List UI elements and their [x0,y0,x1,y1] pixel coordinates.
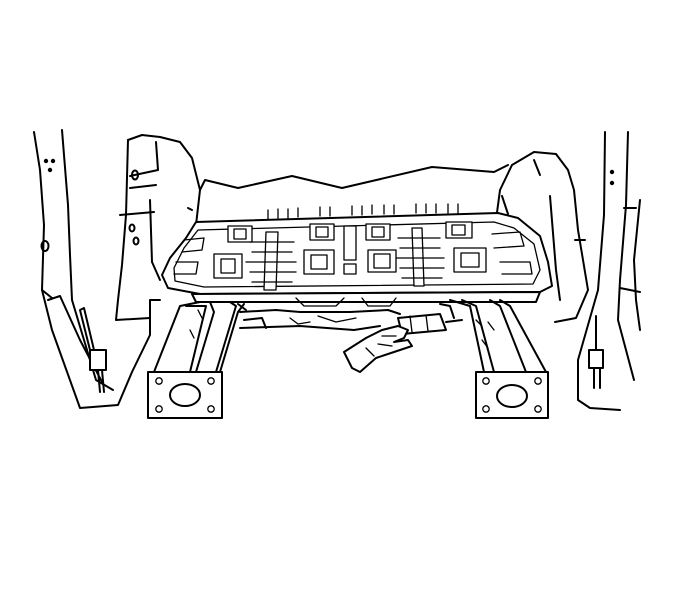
pillar-bolt [609,180,615,186]
pillar-bolt [47,167,53,173]
electrical-connector [397,313,463,335]
right-seat-rail [449,299,549,419]
left-rail-foot-plate [147,371,223,419]
seat-back-hole [132,236,140,246]
seat-pan-pocket [453,247,487,273]
rear-wall-outline [195,164,509,226]
seat-pan-pocket [367,249,397,273]
left-seat-rail [147,301,245,419]
hand-with-connector [343,313,463,373]
seat-pan-pocket [365,223,391,241]
left-door-pillar [33,129,161,409]
seat-pan-pocket [227,225,253,243]
seat-pan-right-spine [395,227,445,287]
seat-pan-center-slot [343,263,357,275]
pillar-bolt [43,158,49,164]
pillar-bolt [609,169,615,175]
pillar-hole [40,240,50,252]
seat-pan-pocket [303,249,335,275]
right-rail-foot-plate [475,371,549,419]
left-seatbelt-latch [79,307,107,393]
right-door-pillar [577,131,641,411]
left-seat-back [115,134,201,321]
seat-frame-ridges [267,203,459,220]
seat-pan-left-spine [245,231,297,291]
pillar-bolt [50,158,56,164]
right-seatbelt-latch [588,315,604,389]
under-seat-mechanism [237,303,455,331]
seat-pan-pocket [213,253,243,279]
seat-pan-front-edge [191,291,541,307]
seat-pan-pocket [309,223,335,241]
seat-back-hole [128,223,136,233]
seat-pan-frame [161,203,553,295]
seat-pan-center-slot [343,225,357,261]
seat-pan-pocket [445,221,473,239]
